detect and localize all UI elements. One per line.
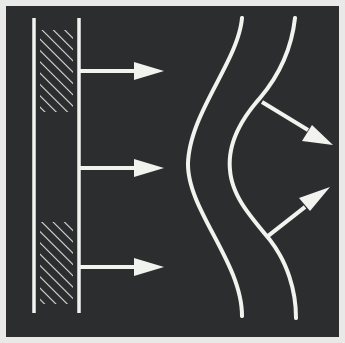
lower-hatched-block [40,222,73,304]
upper-hatched-block [40,30,73,112]
